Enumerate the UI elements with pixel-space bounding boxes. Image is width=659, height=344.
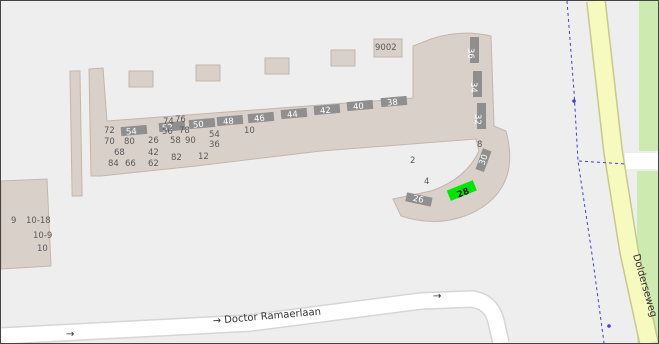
house-number-48: 48	[223, 117, 235, 128]
house-number-62: 62	[148, 159, 159, 169]
house-number-80: 80	[124, 137, 135, 147]
house-number-10-18: 10-18	[26, 216, 51, 226]
house-number-34: 34	[468, 82, 478, 93]
house-number-9002: 9002	[375, 43, 397, 53]
house-number-8: 8	[477, 140, 482, 150]
house-number-4: 4	[424, 177, 429, 187]
house-number-38: 38	[387, 98, 399, 109]
building-left	[1, 178, 52, 270]
house-number-84: 84	[108, 159, 119, 169]
house-number-40: 40	[353, 102, 365, 113]
house-number-56: 56	[162, 127, 173, 137]
house-number-68: 68	[114, 148, 125, 158]
road-doctor-ramaerlaan[interactable]	[1, 290, 510, 343]
house-number-50: 50	[193, 120, 205, 131]
house-number-32: 32	[472, 114, 482, 125]
house-number-54: 54	[126, 127, 138, 138]
road-dolderseweg[interactable]	[586, 1, 658, 343]
house-number-10b: 10	[37, 244, 48, 254]
house-number-10-9: 10-9	[33, 231, 52, 241]
house-number-28[interactable]: 28	[456, 187, 471, 201]
house-number-36: 36	[209, 140, 220, 150]
label-boxes-wing	[120, 95, 408, 137]
road-arrow-2: →	[433, 291, 441, 302]
house-number-82: 82	[171, 153, 182, 163]
house-number-74: 74	[163, 117, 174, 127]
green-area-top-right	[639, 1, 658, 151]
house-number-72: 72	[104, 126, 115, 136]
house-number-30: 30	[478, 153, 491, 167]
house-number-46: 46	[254, 114, 266, 125]
road-arrow: →	[66, 329, 74, 340]
building-strip	[69, 70, 83, 197]
house-number-36-top: 36	[465, 48, 475, 59]
house-number-42b: 42	[148, 148, 159, 158]
building-main	[88, 32, 511, 222]
side-road-stub	[625, 153, 658, 169]
house-number-44: 44	[287, 110, 299, 121]
house-number-26b: 26	[148, 136, 159, 146]
house-number-26: 26	[412, 194, 425, 206]
footpath	[566, 1, 627, 343]
house-number-12: 12	[198, 152, 209, 162]
house-number-54b: 54	[209, 130, 220, 140]
house-number-52: 52	[162, 123, 174, 134]
label-boxes-tower	[405, 37, 492, 207]
small-buildings	[128, 38, 403, 88]
house-number-9: 9	[11, 216, 16, 226]
house-number-70: 70	[104, 137, 115, 147]
highlight-house-28[interactable]	[446, 180, 477, 201]
house-number-10: 10	[244, 126, 255, 136]
house-number-78: 78	[179, 126, 190, 136]
house-number-66: 66	[125, 159, 136, 169]
house-number-42: 42	[320, 106, 332, 117]
house-number-76: 76	[175, 115, 186, 125]
house-number-90: 90	[185, 136, 196, 146]
house-number-58: 58	[170, 136, 181, 146]
house-number-2: 2	[410, 156, 415, 166]
